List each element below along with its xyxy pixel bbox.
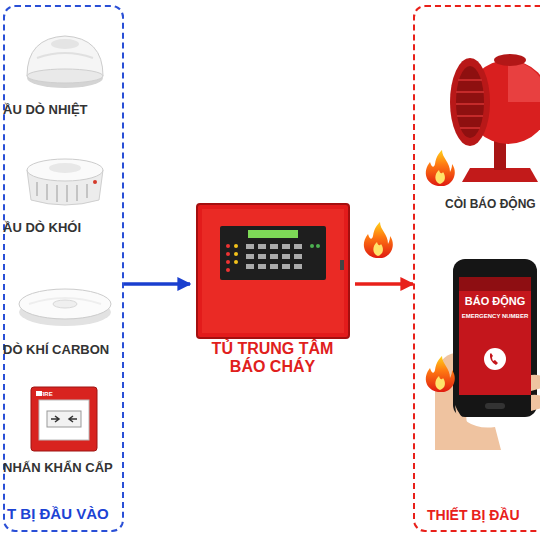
flame-icon xyxy=(364,222,393,258)
manual-call-point: NHẤN KHẨN CẤP FIRE xyxy=(3,385,124,480)
heat-detector: ẦU DÒ NHIỆT xyxy=(3,18,124,118)
panel-label: TỦ TRUNG TÂM BÁO CHÁY xyxy=(204,340,341,376)
device-label: NHẤN KHẨN CẤP xyxy=(3,460,113,475)
fire-sign-text: FIRE xyxy=(39,391,53,398)
flame-icon xyxy=(426,356,455,392)
gas-detector: DÒ KHÍ CARBON xyxy=(3,258,124,358)
input-group: T BỊ ĐẦU VÀO ẦU DÒ NHIỆT ẦU DÒ KHÓI DÒ KHÍ … xyxy=(3,5,124,532)
fire-alarm-panel-art xyxy=(190,190,355,340)
device-label: ẦU DÒ NHIỆT xyxy=(3,102,88,117)
device-label: ẦU DÒ KHÓI xyxy=(3,220,81,235)
mobile-phone: BÁO ĐỘNG EMERGENCY NUMBER xyxy=(435,255,540,450)
output-group: THIẾT BỊ ĐẦU CÒI BÁO ĐỘNG BÁO ĐỘNG EMERGENC… xyxy=(413,5,540,532)
group-heading: T BỊ ĐẦU VÀO xyxy=(5,505,111,522)
gas-detector-art xyxy=(3,258,124,338)
flame-icon xyxy=(426,150,455,186)
alarm-siren: CÒI BÁO ĐỘNG xyxy=(430,40,540,215)
heat-detector-art xyxy=(3,18,124,98)
device-label: DÒ KHÍ CARBON xyxy=(3,342,109,357)
fire-alarm-panel: TỦ TRUNG TÂM BÁO CHÁY xyxy=(190,190,355,378)
screen-note: EMERGENCY NUMBER xyxy=(459,313,531,320)
group-heading: THIẾT BỊ ĐẦU xyxy=(425,507,522,523)
smoke-detector: ẦU DÒ KHÓI xyxy=(3,138,124,238)
smoke-detector-art xyxy=(3,138,124,218)
mobile-phone-art xyxy=(435,255,540,450)
screen-title: BÁO ĐỘNG xyxy=(459,295,531,308)
flow-arrow xyxy=(355,282,413,286)
device-label: CÒI BÁO ĐỘNG xyxy=(445,197,536,211)
flow-arrow xyxy=(124,282,190,286)
alarm-siren-art xyxy=(430,40,540,190)
manual-call-point-art xyxy=(3,385,124,457)
